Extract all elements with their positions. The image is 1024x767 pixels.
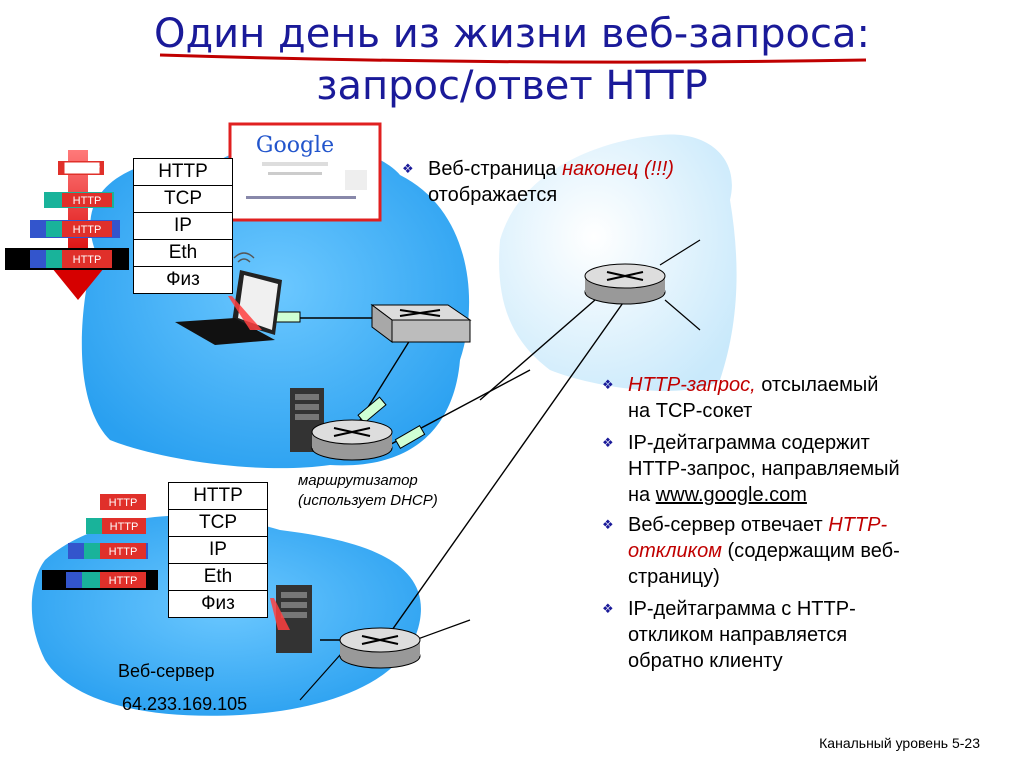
server-router-icon — [339, 627, 421, 669]
packet-http-label: HTTP — [73, 224, 102, 236]
link-google-out-1 — [659, 239, 701, 266]
client-protocol-stack: HTTP TCP IP Eth Физ — [133, 158, 233, 294]
page-title-line-1: Один день из жизни веб-запроса: — [154, 11, 870, 57]
link-google-out-2 — [664, 299, 701, 331]
router-label: маршрутизатор (использует DHCP) — [298, 472, 438, 509]
google-router-icon — [584, 263, 666, 305]
stack-layer: TCP — [168, 509, 268, 537]
connector — [357, 396, 387, 424]
link-bottom-left — [299, 654, 341, 701]
google-logo: Google — [256, 133, 334, 158]
title-underline — [159, 53, 867, 64]
link-google-internet — [479, 299, 596, 401]
packet-http-label: HTTP — [72, 163, 101, 175]
stack-layer: HTTP — [133, 158, 233, 186]
stack-layer: HTTP — [168, 482, 268, 510]
stack-layer: IP — [168, 536, 268, 564]
browser-window: Google — [228, 122, 382, 222]
server-packets: HTTP HTTP HTTP HTTP — [42, 494, 158, 590]
switch-icon — [370, 304, 472, 343]
bullet-page-displayed: ❖ Веб-страница наконец (!!!) отображаетс… — [402, 158, 674, 206]
web-server-label: Веб-сервер — [118, 661, 215, 681]
google-network-cloud — [499, 134, 737, 391]
bullet-ip-datagram: ❖ IP-дейтаграмма содержит HTTP-запрос, н… — [602, 432, 900, 506]
bullet-diamond-icon: ❖ — [402, 161, 414, 176]
bullet-diamond-icon: ❖ — [602, 517, 614, 532]
dhcp-router-icon — [311, 419, 393, 461]
packet-http-label: HTTP — [73, 254, 102, 266]
connector — [394, 424, 426, 450]
down-arrow-icon — [52, 150, 104, 300]
bullet-server-response: ❖ Веб-сервер отвечает HTTP- откликом (со… — [602, 514, 900, 588]
stack-layer: TCP — [133, 185, 233, 213]
stack-layer: Физ — [133, 266, 233, 294]
packet-http-label: HTTP — [109, 497, 138, 509]
bullet-diamond-icon: ❖ — [602, 601, 614, 616]
google-link[interactable]: www.google.com — [655, 484, 807, 506]
encapsulation-funnel — [228, 296, 262, 330]
bullet-diamond-icon: ❖ — [602, 377, 614, 392]
packet-http-label: HTTP — [109, 575, 138, 587]
web-server-ip: 64.233.169.105 — [122, 694, 248, 714]
packet-http-label: HTTP — [73, 195, 102, 207]
encapsulation-funnel — [270, 598, 290, 630]
server-protocol-stack: HTTP TCP IP Eth Физ — [168, 482, 268, 618]
client-packets: HTTP HTTP HTTP HTTP — [5, 161, 129, 270]
page-title-line-2: запрос/ответ HTTP — [316, 63, 708, 109]
stack-layer: Eth — [168, 563, 268, 591]
link-google-server — [384, 299, 626, 641]
stack-layer: Физ — [168, 590, 268, 618]
bullet-http-request: ❖ HTTP-запрос, отсылаемый на TCP-сокет — [602, 374, 879, 422]
stack-layer: Eth — [133, 239, 233, 267]
link-server-out — [414, 619, 471, 641]
packet-http-label: HTTP — [109, 546, 138, 558]
stack-layer: IP — [133, 212, 233, 240]
bullet-diamond-icon: ❖ — [602, 435, 614, 450]
slide-footer: Канальный уровень 5-23 — [819, 735, 980, 751]
bullet-datagram-return: ❖ IP-дейтаграмма с HTTP- откликом направ… — [602, 598, 856, 672]
packet-http-label: HTTP — [110, 521, 139, 533]
